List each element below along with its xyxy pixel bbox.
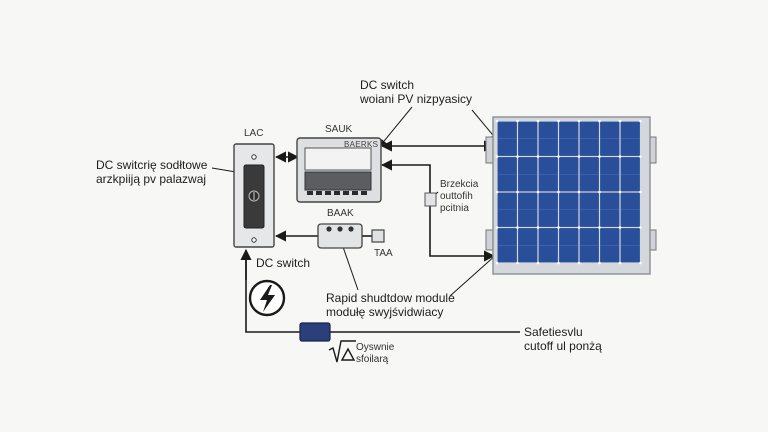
cell-junction-dot xyxy=(495,261,499,265)
cell-junction-dot xyxy=(495,119,499,123)
label-brzekcia-line1: Brzekcia xyxy=(440,179,479,190)
cell-junction-dot xyxy=(618,226,622,229)
leader-left-label xyxy=(211,167,237,173)
switch-screw-top xyxy=(251,154,257,160)
cell-junction-dot xyxy=(618,119,622,123)
wires xyxy=(240,140,520,333)
label-dc-switch-top: DC switch woiani PV nizpyasicy xyxy=(360,78,472,106)
label-rapid-shutdown: Rapid shudtdow module modułę swyjśvidwia… xyxy=(326,291,455,319)
cell-junction-dot xyxy=(536,226,540,229)
meter-box xyxy=(296,137,382,203)
cell-junction-dot xyxy=(639,226,642,229)
label-taa: TAA xyxy=(374,248,393,259)
label-sauk: SAUK xyxy=(325,124,353,135)
cell-junction-dot xyxy=(495,155,499,158)
module-port-3 xyxy=(348,226,354,232)
label-dc-switch-left-line2: arzkpiiją pv palazwaj xyxy=(96,172,207,186)
leader-rapid-panel xyxy=(449,253,498,297)
label-rapid-line2: modułę swyjśvidwiacy xyxy=(326,305,444,319)
lightning-bolt-icon xyxy=(248,279,286,317)
label-baak: BAAK xyxy=(327,208,354,219)
dc-switch-box xyxy=(233,143,275,248)
cell-junction-dot xyxy=(577,190,581,194)
label-lac: LAC xyxy=(244,128,264,139)
wire-meter-down-panel xyxy=(380,159,496,262)
leader-rapid xyxy=(341,243,359,291)
meter-terminal-strip xyxy=(304,171,372,191)
cell-junction-dot xyxy=(618,261,622,265)
cell-junction-dot xyxy=(598,119,601,123)
sqrt-delta-icon xyxy=(328,340,356,363)
label-dc-switch-bottom: DC switch xyxy=(256,256,311,270)
cell-junction-dot xyxy=(618,190,622,194)
cell-junction-dot xyxy=(557,261,560,265)
cell-junction-dot xyxy=(516,119,519,123)
cell-junction-dot xyxy=(577,119,581,123)
taa-box xyxy=(371,229,385,243)
module-port-2 xyxy=(337,226,343,232)
cell-junction-dot xyxy=(495,226,499,229)
cell-junction-dot xyxy=(577,226,581,229)
cell-junction-dot xyxy=(557,190,560,194)
label-safety-cutoff: Safetiesvlu cutoff ul ponżą xyxy=(524,325,602,353)
label-dc-switch-top-line1: DC switch xyxy=(360,78,415,92)
cell-junction-dot xyxy=(598,190,601,194)
cell-junction-dot xyxy=(516,155,519,158)
cell-junction-dot xyxy=(516,190,519,194)
cell-junction-dot xyxy=(598,226,601,229)
module-port-1 xyxy=(326,226,332,232)
cell-junction-dot xyxy=(516,261,519,265)
panel-cells xyxy=(495,119,642,265)
brzekcia-box xyxy=(424,192,437,207)
meter-terminals xyxy=(307,191,367,195)
label-oswnie-line2: sfoilarą xyxy=(356,354,389,365)
cell-junction-dot xyxy=(577,155,581,158)
cell-junction-dot xyxy=(516,226,519,229)
label-brzekcia: Brzekcia outtofih pcitnia xyxy=(440,179,478,215)
meter-display xyxy=(304,147,372,171)
cell-junction-dot xyxy=(536,190,540,194)
cell-junction-dot xyxy=(577,261,581,265)
cell-junction-dot xyxy=(536,261,540,265)
label-safety-line2: cutoff ul ponżą xyxy=(524,339,602,353)
cell-junction-dot xyxy=(639,155,642,158)
label-oswnie-line1: Oyswnie xyxy=(356,342,395,353)
cell-junction-dot xyxy=(639,119,642,123)
cell-junction-dot xyxy=(598,155,601,158)
label-brzekcia-line2: outtofih xyxy=(440,191,473,202)
label-oswnie: Oyswnie sfoilarą xyxy=(356,342,394,366)
label-brzekcia-line3: pcitnia xyxy=(440,203,469,214)
label-meter-sub: BAERKS xyxy=(344,140,379,149)
cell-junction-dot xyxy=(557,119,560,123)
cell-junction-dot xyxy=(598,261,601,265)
label-dc-switch-left: DC switcrię sodłtowe arzkpiiją pv palazw… xyxy=(96,158,207,186)
cell-junction-dot xyxy=(495,190,499,194)
cell-junction-dot xyxy=(536,119,540,123)
rapid-shutdown-module xyxy=(317,223,363,249)
cell-junction-dot xyxy=(536,155,540,158)
cell-junction-dot xyxy=(618,155,622,158)
switch-screw-bottom xyxy=(251,237,257,243)
solar-panel xyxy=(485,116,657,275)
cell-junction-dot xyxy=(557,155,560,158)
leader-top-label xyxy=(379,106,413,147)
cell-junction-dot xyxy=(639,190,642,194)
cell-junction-dot xyxy=(557,226,560,229)
cell-junction-dot xyxy=(639,261,642,265)
label-dc-switch-left-line1: DC switcrię sodłtowe xyxy=(96,158,208,172)
label-dc-switch-top-line2: woiani PV nizpyasicy xyxy=(360,92,473,106)
label-rapid-line1: Rapid shudtdow module xyxy=(326,291,455,305)
label-safety-line1: Safetiesvlu xyxy=(524,325,583,339)
safety-cutoff-module xyxy=(299,322,331,342)
